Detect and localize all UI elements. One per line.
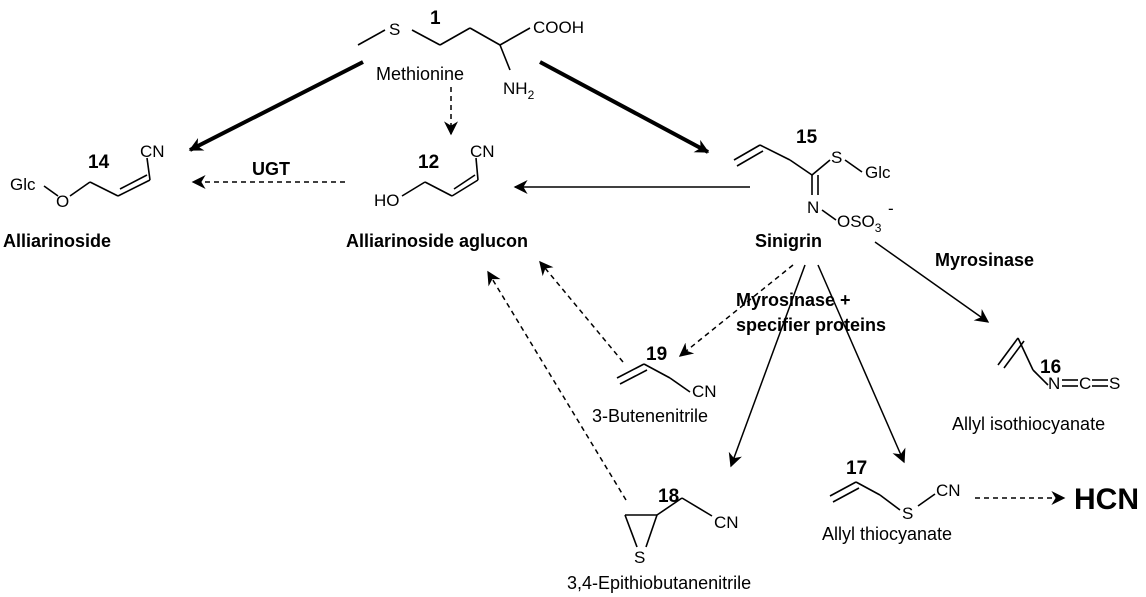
methionine-label: Methionine: [376, 64, 464, 84]
butenenitrile-number: 19: [646, 344, 667, 365]
arrow-sinigrin-to-allyl-thiocyanate: [817, 264, 906, 464]
myrosinase-label: Myrosinase: [935, 250, 1034, 270]
allyl-isothiocyanate-label: Allyl isothiocyanate: [952, 414, 1105, 434]
arrow-butenenitrile-to-aglucon: [539, 260, 624, 363]
sinigrin-oso3-group: OSO3: [837, 212, 882, 235]
arrow-methionine-to-sinigrin: [539, 60, 710, 154]
epithiobutanenitrile-structure: S CN: [624, 497, 739, 567]
sinigrin-n-atom: N: [807, 198, 819, 217]
epithiobutanenitrile-label: 3,4-Epithiobutanenitrile: [567, 573, 751, 593]
butenenitrile-label: 3-Butenenitrile: [592, 406, 708, 426]
sinigrin-glc-group: Glc: [865, 163, 891, 182]
aglucon-ho-group: HO: [374, 191, 400, 210]
aglucon-number: 12: [418, 152, 439, 173]
methionine-s-atom: S: [389, 20, 400, 39]
methionine-cooh-group: COOH: [533, 18, 584, 37]
sinigrin-charge: -: [888, 199, 894, 218]
arrow-sinigrin-to-epithiobutanenitrile: [728, 264, 806, 468]
isothiocyanate-n-atom: N: [1048, 374, 1060, 393]
allyl-thiocyanate-label: Allyl thiocyanate: [822, 524, 952, 544]
epithiobutanenitrile-number: 18: [658, 486, 679, 507]
isothiocyanate-s-atom: S: [1109, 374, 1120, 393]
myrosinase-specifier-label-line2: specifier proteins: [736, 315, 886, 335]
alliarinoside-number: 14: [88, 152, 110, 173]
myrosinase-specifier-label-line1: Myrosinase +: [736, 290, 851, 310]
thiocyanate-cn-group: CN: [936, 481, 961, 500]
methionine-number: 1: [430, 8, 441, 29]
sinigrin-number: 15: [796, 127, 818, 148]
butenenitrile-structure: CN: [616, 363, 717, 401]
methionine-nh2-group: NH2: [503, 79, 535, 102]
allyl-isothiocyanate-structure: N C S: [997, 337, 1120, 393]
arrow-sinigrin-to-butenenitrile: [678, 264, 794, 357]
epithio-cn-group: CN: [714, 513, 739, 532]
allyl-isothiocyanate-number: 16: [1040, 357, 1061, 378]
aglucon-structure: HO CN: [374, 142, 495, 210]
butenenitrile-cn-group: CN: [692, 382, 717, 401]
sinigrin-s-atom: S: [831, 148, 842, 167]
ugt-label: UGT: [252, 159, 290, 179]
isothiocyanate-c-atom: C: [1079, 374, 1091, 393]
arrow-methionine-to-alliarinoside: [188, 60, 364, 152]
epithio-s-atom: S: [634, 548, 645, 567]
alliarinoside-o-atom: O: [56, 192, 69, 211]
allyl-thiocyanate-structure: S CN: [829, 481, 961, 523]
arrow-epithiobutanenitrile-to-aglucon: [487, 270, 627, 501]
alliarinoside-label: Alliarinoside: [3, 231, 111, 251]
sinigrin-label: Sinigrin: [755, 231, 822, 251]
aglucon-label: Alliarinoside aglucon: [346, 231, 528, 251]
arrow-sinigrin-to-allyl-isothiocyanate: [874, 241, 990, 323]
alliarinoside-structure: Glc O CN: [10, 142, 165, 211]
allyl-thiocyanate-number: 17: [846, 458, 867, 479]
methionine-structure: S COOH NH2: [357, 18, 584, 102]
aglucon-cn-group: CN: [470, 142, 495, 161]
thiocyanate-s-atom: S: [902, 504, 913, 523]
hcn-label: HCN: [1074, 483, 1139, 516]
alliarinoside-glc-group: Glc: [10, 175, 36, 194]
sinigrin-structure: S Glc N OSO3 -: [733, 144, 894, 235]
alliarinoside-cn-group: CN: [140, 142, 165, 161]
